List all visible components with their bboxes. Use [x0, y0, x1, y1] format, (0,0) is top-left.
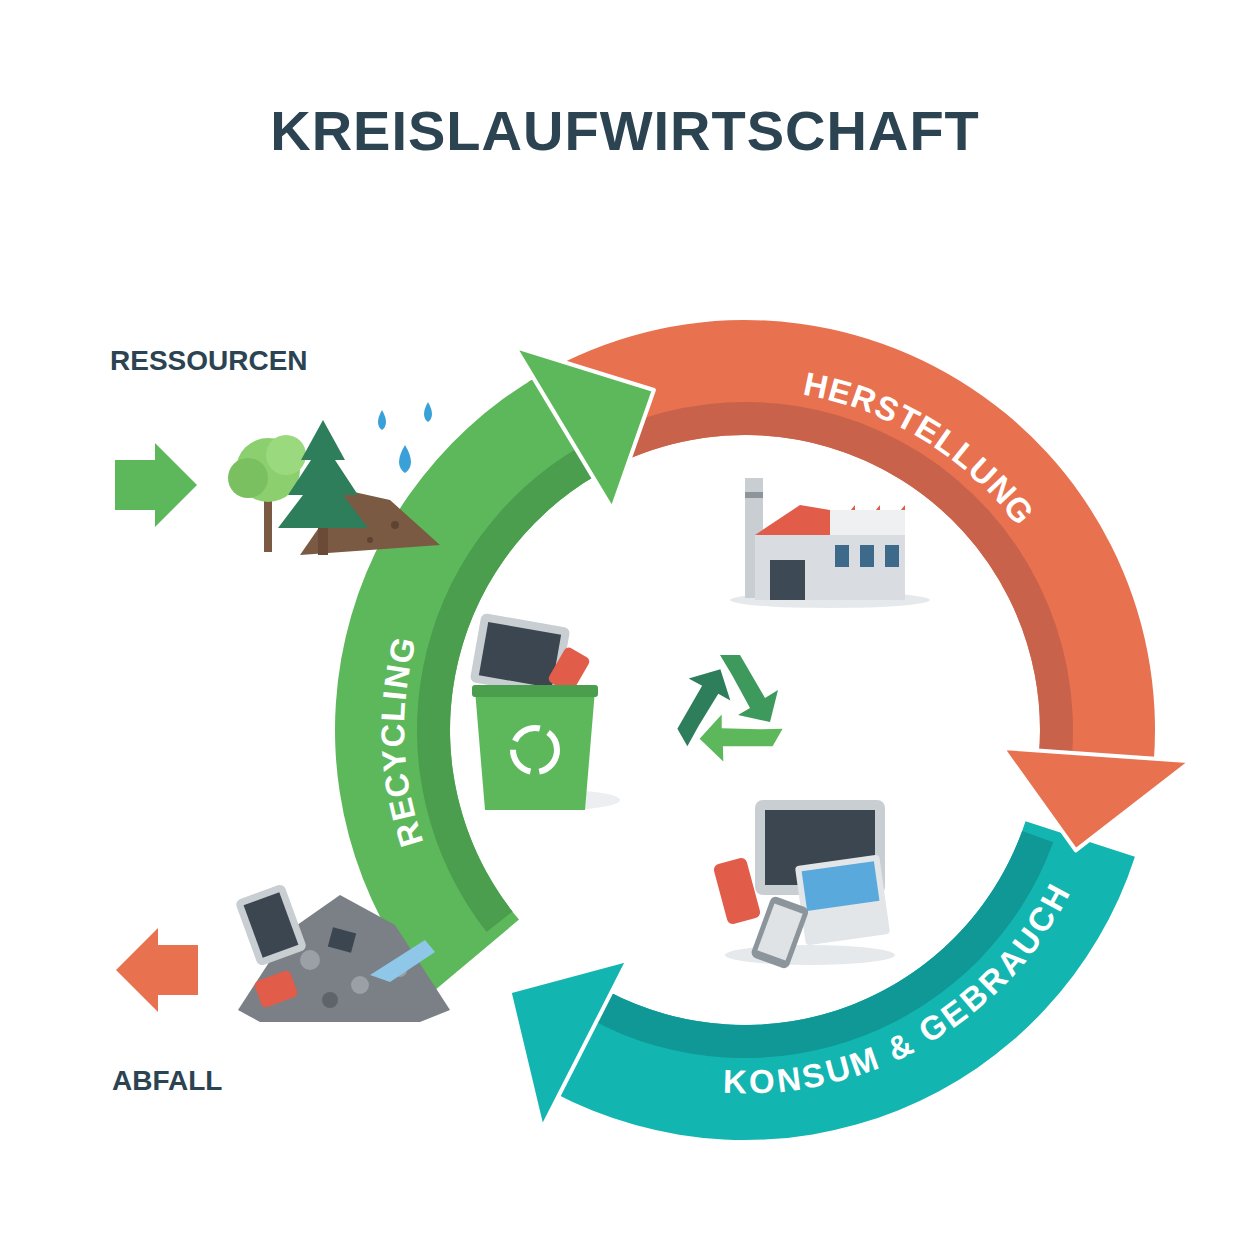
letter: R — [847, 379, 881, 418]
letter: U — [1006, 922, 1047, 961]
letter: N — [982, 469, 1022, 509]
letter: N — [775, 1061, 803, 1097]
letter: S — [870, 388, 903, 427]
letter: O — [749, 1064, 776, 1098]
cycle-band-shade — [581, 402, 1073, 759]
letter: C — [376, 724, 409, 748]
letter: T — [891, 399, 924, 438]
devices-icon — [713, 800, 895, 970]
factory-icon — [730, 478, 930, 608]
cycle-band — [335, 375, 597, 994]
output-arrow — [116, 928, 198, 1012]
cycle-arrowhead — [515, 347, 654, 509]
letter: E — [910, 410, 946, 450]
letter: H — [1034, 879, 1074, 916]
cycle-arrowhead — [509, 960, 627, 1128]
recycle-symbol — [658, 655, 782, 779]
input-arrow — [115, 443, 197, 527]
letter: R — [389, 818, 428, 851]
cycle-band — [553, 821, 1135, 1140]
letter: G — [383, 634, 421, 666]
letter: N — [379, 663, 415, 692]
resources-icon — [228, 402, 440, 555]
waste-pile-icon — [235, 883, 450, 1022]
letter: S — [799, 1057, 827, 1094]
cycle-band-shade — [417, 446, 598, 932]
letter: E — [825, 372, 855, 410]
letter: E — [936, 993, 973, 1033]
letter: C — [1021, 901, 1062, 939]
letter: L — [930, 423, 965, 462]
letter: K — [723, 1065, 748, 1099]
letter: H — [801, 367, 831, 404]
flow-label: RESSOURCEN — [110, 345, 308, 377]
letter: U — [822, 1051, 854, 1089]
letter: G — [998, 489, 1040, 530]
letter: A — [990, 941, 1031, 981]
cycle-arrowhead — [1002, 748, 1191, 850]
letter: L — [947, 436, 983, 474]
letter: E — [384, 795, 421, 824]
letter: L — [376, 701, 410, 723]
title: KREISLAUFWIRTSCHAFT — [0, 98, 1250, 163]
letter — [872, 1037, 893, 1071]
letter: B — [954, 977, 994, 1018]
letter: & — [882, 1026, 918, 1066]
letter — [904, 1021, 928, 1054]
cycle-band-shade — [591, 831, 1053, 1058]
cycle-ring — [335, 320, 1191, 1140]
letter: I — [378, 689, 412, 701]
letter: R — [973, 960, 1013, 1000]
letter: M — [846, 1041, 883, 1081]
letter: U — [963, 451, 1003, 491]
letter: Y — [377, 748, 412, 773]
letter: C — [379, 771, 415, 800]
recycling-bin-icon — [470, 613, 620, 810]
letter: G — [913, 1007, 952, 1049]
flow-label: ABFALL — [112, 1065, 222, 1097]
